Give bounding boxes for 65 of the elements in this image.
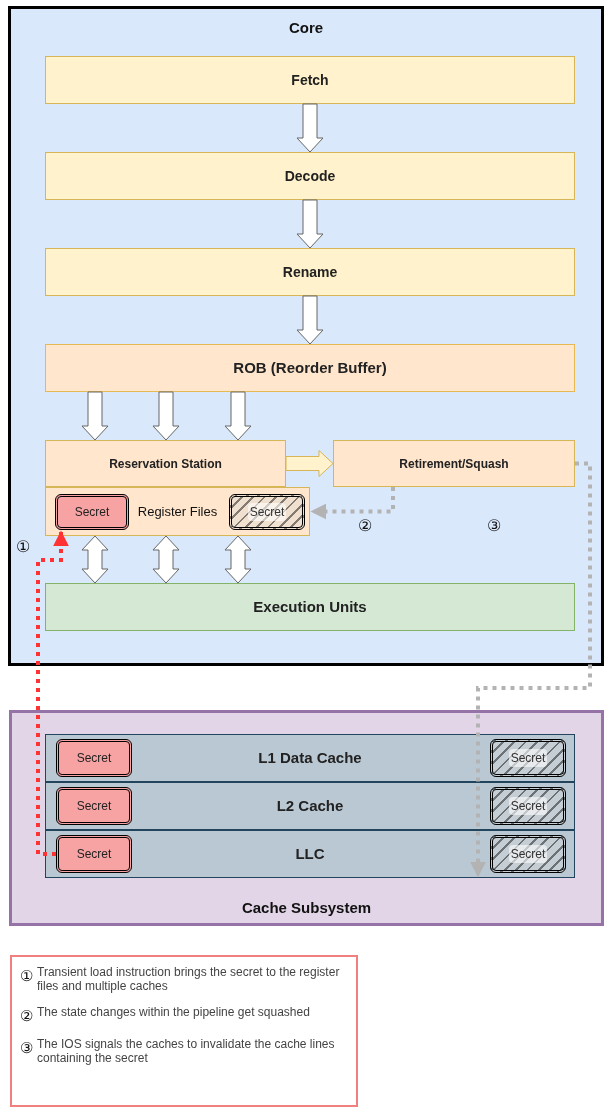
block-arrow — [81, 535, 109, 584]
panel-title: Cache Subsystem — [241, 897, 372, 918]
step-number: ② — [358, 517, 372, 535]
dotted-arrow — [470, 461, 592, 878]
secret-label: Secret — [76, 798, 112, 815]
block-arrow — [296, 199, 324, 249]
stage-label: Rename — [282, 262, 338, 282]
cache-label: L2 Cache — [276, 795, 344, 816]
stage-label: Decode — [284, 166, 336, 186]
invalidated-secret-tag — [490, 739, 566, 777]
stage-box — [45, 248, 575, 296]
stage-label: ROB (Reorder Buffer) — [233, 357, 387, 378]
block-arrow — [81, 391, 109, 441]
step-number: ① — [16, 538, 30, 556]
stage-label: Execution Units — [253, 596, 367, 617]
invalidated-secret-tag — [229, 494, 305, 530]
dotted-arrow — [310, 487, 395, 520]
circled-number: ③ — [20, 1039, 33, 1057]
step-number: ③ — [487, 517, 501, 535]
register-label: Register Files — [137, 502, 218, 521]
secret-label: Secret — [508, 749, 548, 767]
stage-box — [333, 440, 575, 487]
secret-label: Secret — [508, 845, 548, 863]
cache-panel — [9, 710, 604, 926]
cache-row — [45, 734, 575, 782]
note-text: The IOS signals the caches to invalidate the cache lines containing the secret — [37, 1037, 336, 1065]
secret-label: Secret — [508, 797, 548, 815]
invalidated-secret-tag — [490, 787, 566, 825]
secret-label: Secret — [76, 846, 112, 863]
block-arrow — [224, 391, 252, 441]
secret-label: Secret — [76, 750, 112, 767]
stage-box — [45, 440, 286, 487]
note-text: The state changes within the pipeline get squashed — [37, 1005, 310, 1019]
register-file-box — [45, 487, 310, 536]
stage-box — [45, 56, 575, 104]
secret-tag — [56, 835, 132, 873]
stage-label: Fetch — [291, 70, 329, 90]
stage-label: Retirement/Squash — [399, 455, 509, 473]
circled-number: ① — [20, 967, 33, 985]
block-arrow — [285, 450, 334, 477]
secret-tag — [56, 739, 132, 777]
block-arrow — [224, 535, 252, 584]
core-panel — [8, 6, 604, 666]
cache-row — [45, 782, 575, 830]
stage-box — [45, 152, 575, 200]
block-arrow — [296, 103, 324, 153]
execution-box — [45, 583, 575, 631]
circled-number: ② — [20, 1007, 33, 1025]
stage-box — [45, 344, 575, 392]
cache-label: L1 Data Cache — [258, 747, 362, 768]
secret-label: Secret — [74, 504, 110, 521]
invalidated-secret-tag — [490, 835, 566, 873]
cache-label: LLC — [295, 843, 325, 864]
note-text: Transient load instruction brings the secret to the register files and multiple caches — [37, 965, 341, 993]
block-arrow — [296, 295, 324, 345]
block-arrow — [152, 535, 180, 584]
dotted-arrow — [36, 530, 69, 856]
note-box — [10, 955, 358, 1107]
secret-tag — [55, 494, 129, 530]
stage-label: Reservation Station — [109, 455, 222, 473]
block-arrow — [152, 391, 180, 441]
panel-title: Core — [288, 18, 324, 38]
secret-label: Secret — [247, 503, 287, 521]
cache-row — [45, 830, 575, 878]
secret-tag — [56, 787, 132, 825]
